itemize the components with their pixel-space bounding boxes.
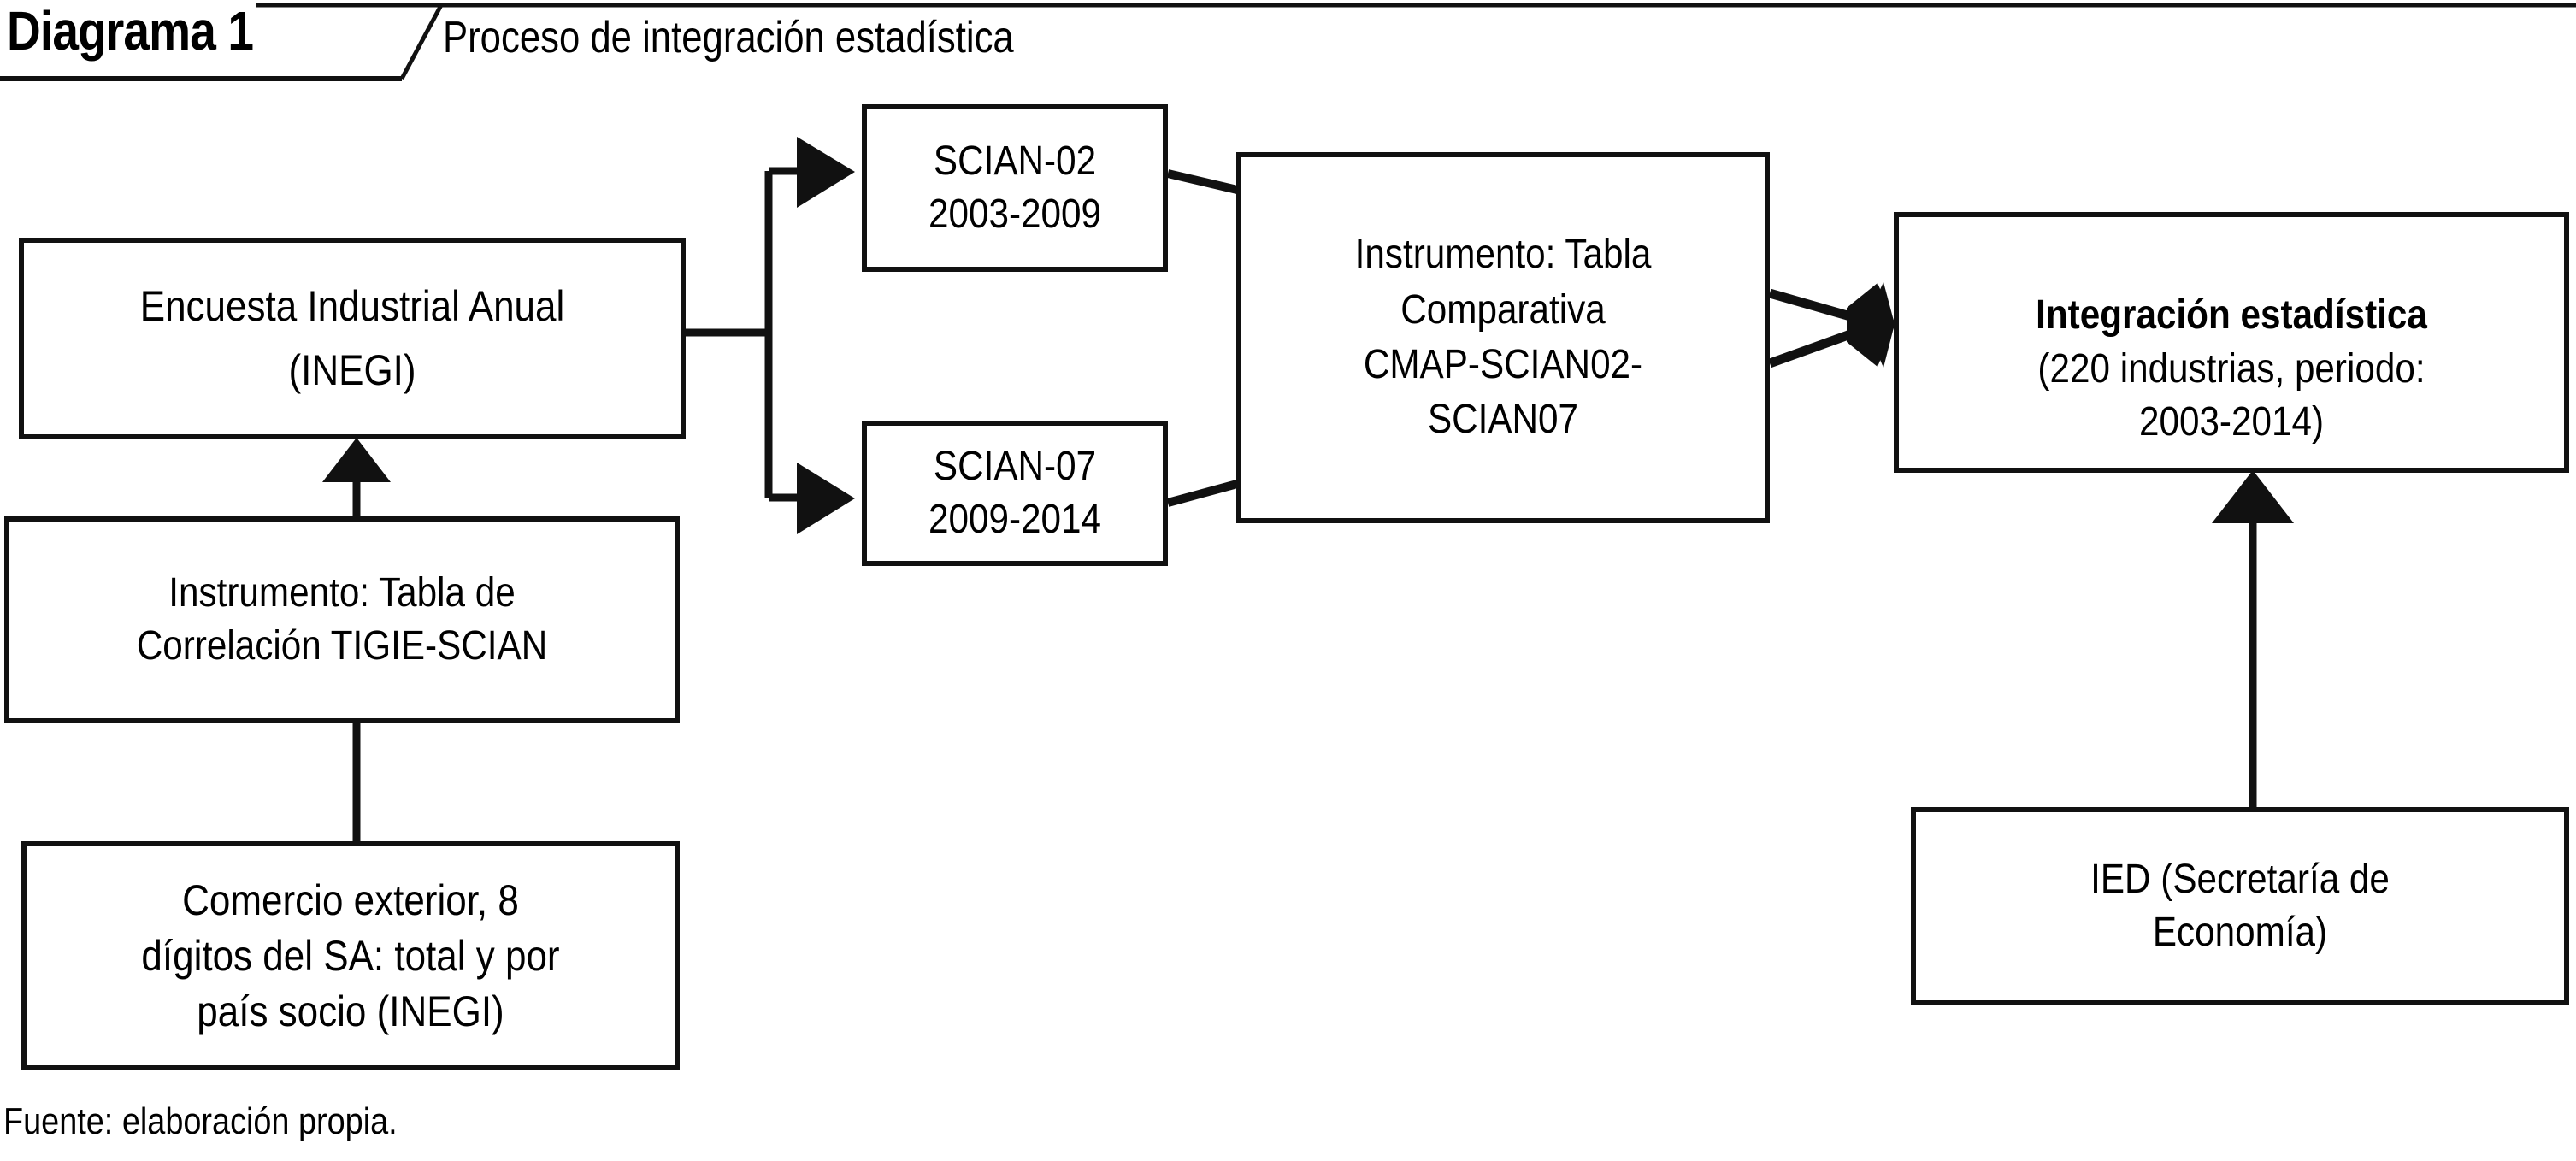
arrowhead-to-integracion-main — [1847, 283, 1895, 367]
connector-scian02-to-comparativa — [1166, 169, 1239, 194]
node-integracion-title: Integración estadística — [2036, 292, 2427, 339]
node-tabla-comparativa-label: Instrumento: Tabla Comparativa CMAP-SCIA… — [1354, 232, 1652, 443]
node-scian-02[interactable]: SCIAN-02 2003-2009 — [862, 104, 1168, 272]
arrowhead-to-scian02 — [797, 137, 855, 208]
arrowhead-to-integracion — [1851, 282, 1895, 368]
node-comercio-exterior-label: Comercio exterior, 8 dígitos del SA: tot… — [141, 875, 560, 1035]
node-encuesta-industrial-anual[interactable]: Encuesta Industrial Anual (INEGI) — [19, 238, 686, 439]
header-slash-divider — [399, 3, 444, 80]
node-instrumento-tabla-comparativa[interactable]: Instrumento: Tabla Comparativa CMAP-SCIA… — [1236, 152, 1770, 523]
node-integracion-text: Integración estadística (220 industrias, … — [1939, 236, 2525, 450]
node-ied-label: IED (Secretaría de Economía) — [2090, 856, 2390, 955]
node-comercio-exterior[interactable]: Comercio exterior, 8 dígitos del SA: tot… — [21, 841, 680, 1070]
node-integracion-detail: (220 industrias, periodo: 2003-2014) — [2037, 345, 2426, 445]
connector-comparativa-lower-to-integracion — [1768, 321, 1876, 368]
node-integracion-estadistica[interactable]: Integración estadística (220 industrias, … — [1894, 212, 2569, 473]
node-ied-secretaria-economia[interactable]: IED (Secretaría de Economía) — [1911, 807, 2569, 1005]
page-title: Diagrama 1 — [7, 0, 254, 62]
node-instrumento-tabla-correlacion[interactable]: Instrumento: Tabla de Correlación TIGIE-… — [4, 516, 680, 723]
source-note: Fuente: elaboración propia. — [3, 1100, 398, 1142]
arrowhead-to-scian07 — [797, 463, 855, 534]
arrowhead-to-encuesta — [322, 438, 391, 482]
node-scian-07-label: SCIAN-07 2009-2014 — [928, 443, 1101, 542]
node-tabla-correlacion-label: Instrumento: Tabla de Correlación TIGIE-… — [136, 569, 548, 669]
node-scian-07[interactable]: SCIAN-07 2009-2014 — [862, 421, 1168, 566]
arrowhead-to-integracion-from-ied — [2212, 470, 2294, 523]
connector-scian07-to-comparativa — [1166, 480, 1239, 507]
page-subtitle: Proceso de integración estadística — [443, 13, 1014, 62]
connector-comparativa-upper-to-integracion — [1768, 288, 1876, 328]
node-encuesta-label: Encuesta Industrial Anual (INEGI) — [139, 282, 565, 394]
node-scian-02-label: SCIAN-02 2003-2009 — [928, 138, 1101, 237]
